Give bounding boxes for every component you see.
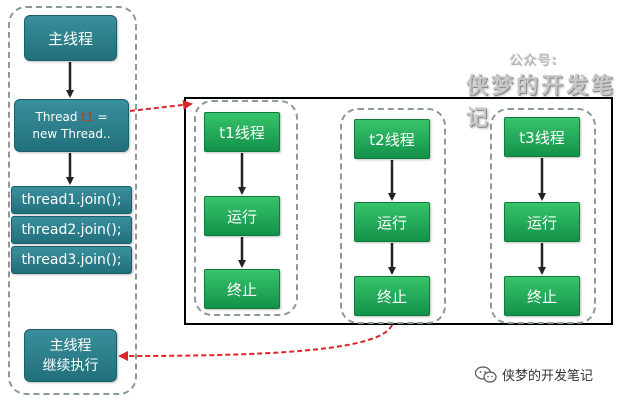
thread-create-line1: Thread t1 = xyxy=(35,109,108,124)
thread-create-line2: new Thread.. xyxy=(32,126,111,141)
main-continue-box: 主线程 继续执行 xyxy=(24,329,117,382)
t1-stop-label: 终止 xyxy=(226,280,257,299)
t1-group xyxy=(194,100,298,316)
t3-run-box: 运行 xyxy=(504,202,580,242)
t2-stop-label: 终止 xyxy=(376,287,407,306)
thread-var-name: t1 xyxy=(81,109,94,124)
join-label-3: thread3.join(); xyxy=(21,252,122,268)
t1-run-box: 运行 xyxy=(204,196,280,236)
t2-thread-label: t2线程 xyxy=(369,130,415,149)
t3-thread-label: t3线程 xyxy=(519,128,565,147)
t3-stop-box: 终止 xyxy=(504,276,580,316)
t3-thread-box: t3线程 xyxy=(504,117,580,157)
t1-thread-label: t1线程 xyxy=(219,123,265,142)
threads-frame xyxy=(184,97,613,325)
thread-create-box: Thread t1 = new Thread.. xyxy=(14,99,129,152)
join-box-3: thread3.join(); xyxy=(11,246,132,274)
t2-group xyxy=(340,108,446,324)
join-label-2: thread2.join(); xyxy=(21,222,122,238)
t1-stop-box: 终止 xyxy=(204,269,280,309)
footer-text: 侠梦的开发笔记 xyxy=(502,369,594,384)
t3-stop-label: 终止 xyxy=(526,287,557,306)
t3-run-label: 运行 xyxy=(526,213,557,232)
main-thread-box: 主线程 xyxy=(24,15,117,61)
arrow-return-to-main xyxy=(118,324,393,361)
t3-group xyxy=(490,108,596,324)
t1-run-label: 运行 xyxy=(226,207,257,226)
wechat-icon xyxy=(475,365,497,383)
watermark-label: 公众号: xyxy=(510,54,559,69)
join-box-1: thread1.join(); xyxy=(11,186,132,214)
main-thread-label: 主线程 xyxy=(47,29,93,48)
footer-brand: 侠梦的开发笔记 xyxy=(475,365,593,384)
main-continue-line2: 继续执行 xyxy=(42,357,99,374)
arrow-start-threads xyxy=(129,99,193,112)
t2-stop-box: 终止 xyxy=(354,276,430,316)
join-label-1: thread1.join(); xyxy=(21,192,122,208)
main-continue-line1: 主线程 xyxy=(49,337,92,354)
watermark-name: 侠梦的开发笔记 xyxy=(466,74,617,131)
t2-run-label: 运行 xyxy=(376,213,407,232)
t1-thread-box: t1线程 xyxy=(204,112,280,152)
t2-thread-box: t2线程 xyxy=(354,119,430,159)
t2-run-box: 运行 xyxy=(354,202,430,242)
main-thread-group xyxy=(8,6,137,395)
join-box-2: thread2.join(); xyxy=(11,216,132,244)
